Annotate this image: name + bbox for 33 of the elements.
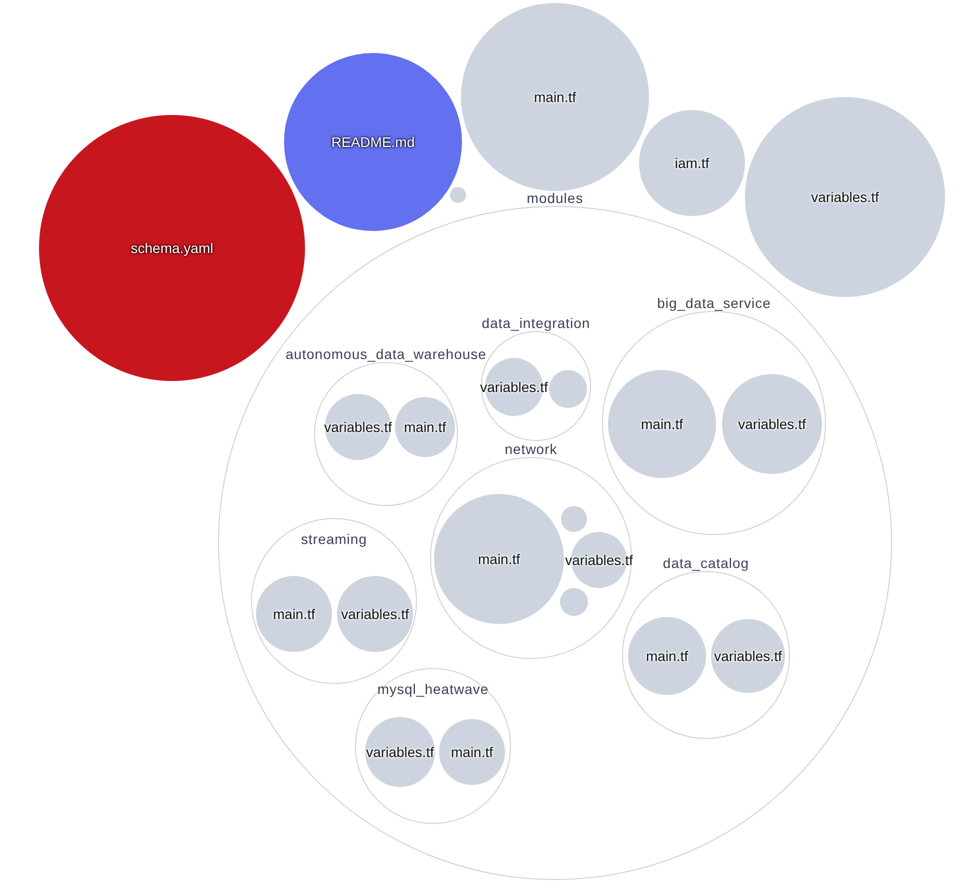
file-label: variables.tf	[341, 606, 409, 622]
file-label: variables.tf	[714, 648, 782, 664]
empty-circle	[560, 588, 588, 616]
folder-label: data_integration	[482, 315, 590, 331]
folder-label: big_data_service	[657, 295, 771, 311]
file-label: main.tf	[534, 89, 576, 105]
file-label: main.tf	[646, 648, 688, 664]
folder-label: mysql_heatwave	[377, 681, 489, 697]
folder-label: data_catalog	[662, 555, 750, 571]
file-label: variables.tf	[738, 416, 806, 432]
folder-label: network	[504, 441, 558, 457]
file-label: schema.yaml	[130, 240, 214, 256]
file-label: variables.tf	[811, 189, 879, 205]
folder-circle	[251, 518, 417, 684]
file-label: main.tf	[641, 416, 683, 432]
folder-label: streaming	[301, 531, 367, 547]
folder-label: modules	[526, 190, 584, 206]
file-label: variables.tf	[324, 419, 392, 435]
empty-circle	[549, 370, 587, 408]
folder-circle	[355, 668, 511, 824]
file-label: main.tf	[451, 744, 493, 760]
file-label: variables.tf	[366, 744, 434, 760]
empty-circle	[450, 187, 466, 203]
folder-label: autonomous_data_warehouse	[286, 346, 486, 362]
empty-circle	[561, 506, 587, 532]
file-label: variables.tf	[565, 552, 633, 568]
file-label: main.tf	[273, 606, 315, 622]
file-label: variables.tf	[480, 379, 548, 395]
file-label: main.tf	[478, 551, 520, 567]
file-label: README.md	[331, 134, 415, 150]
file-label: iam.tf	[674, 155, 710, 171]
file-label: main.tf	[404, 419, 446, 435]
file-circle	[395, 397, 455, 457]
